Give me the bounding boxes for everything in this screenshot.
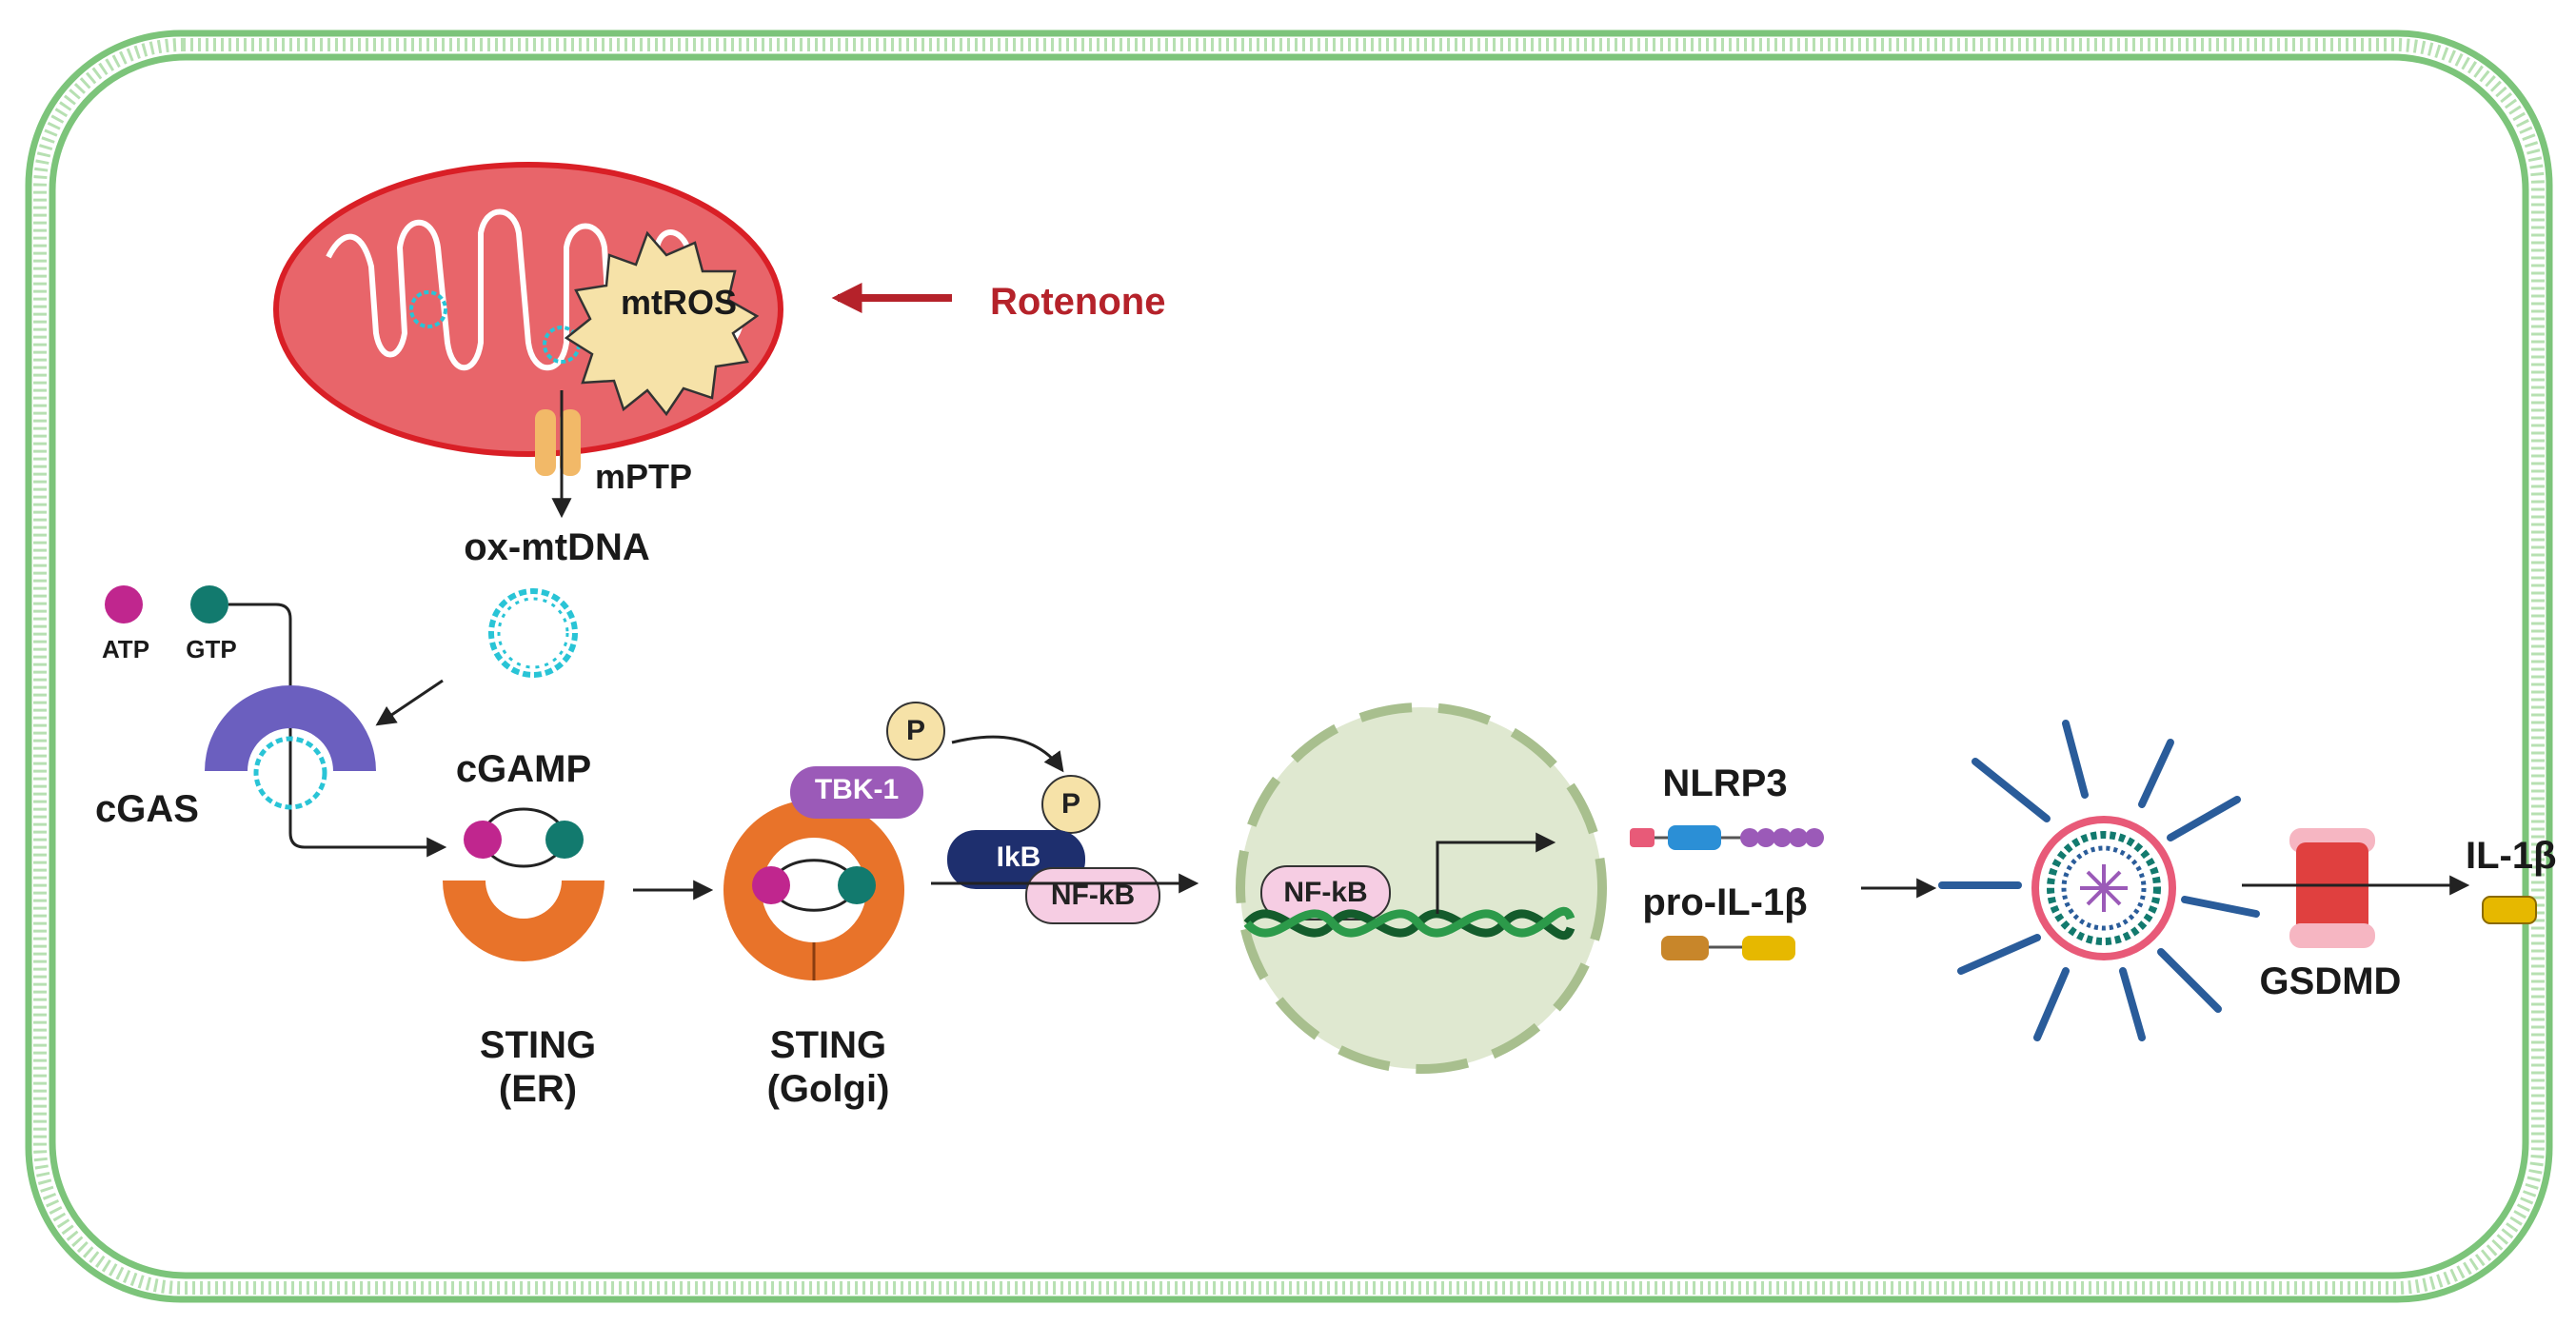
nfkb-nucleus-label: NF-kB xyxy=(1283,877,1368,908)
mtros-burst-icon xyxy=(564,230,760,417)
tbk1-label: TBK-1 xyxy=(814,774,900,805)
tbk1-icon xyxy=(790,766,923,819)
dna-to-cgas-arrow xyxy=(375,679,444,726)
phosphate-icon xyxy=(1041,775,1100,834)
inflammasome-icon xyxy=(1938,720,2260,1041)
cristae xyxy=(326,208,745,371)
sting-golgi-icon xyxy=(723,800,904,980)
phosphate-icon xyxy=(886,702,945,761)
sting-golgi-location: (Golgi) xyxy=(766,1068,890,1110)
mtros-label: mtROS xyxy=(621,283,738,322)
gtp-label: GTP xyxy=(186,635,237,663)
ox-mtdna-label: ox-mtDNA xyxy=(464,526,650,568)
sting-er-label: STING (ER) xyxy=(480,1023,596,1111)
cgas-icon xyxy=(205,685,376,771)
rotenone-label: Rotenone xyxy=(990,281,1166,323)
nlrp3-label: NLRP3 xyxy=(1662,762,1788,804)
sting-er-icon xyxy=(443,881,604,961)
cgamp-icon xyxy=(464,807,584,868)
mptp-channel-icon xyxy=(535,409,581,476)
ikb-label: IkB xyxy=(996,841,1041,873)
transcription-arrow xyxy=(1436,832,1556,914)
dna-helix-icon xyxy=(1243,907,1575,940)
sting-er-name: STING xyxy=(479,1024,597,1066)
mtdna-circle-icon xyxy=(409,290,447,328)
gsdmd-label: GSDMD xyxy=(2259,960,2402,1002)
phosphorylation-arrow xyxy=(951,735,1064,773)
sting-er-location: (ER) xyxy=(498,1068,578,1110)
bound-dna-icon xyxy=(253,736,327,810)
cell-membrane xyxy=(25,30,2553,1303)
sting-golgi-name: STING xyxy=(769,1024,887,1066)
gsdmd-pore-icon xyxy=(2289,828,2375,948)
nfkb-cyto-label: NF-kB xyxy=(1050,880,1136,911)
il1b-icon xyxy=(2482,896,2537,924)
p1-label: P xyxy=(905,715,925,746)
pro-il1b-icon xyxy=(1661,936,1795,960)
il1b-label: IL-1β xyxy=(2466,835,2557,877)
p2-label: P xyxy=(1060,788,1080,820)
gtp-icon xyxy=(190,585,228,623)
cgas-label: cGAS xyxy=(95,788,199,830)
nucleus xyxy=(1236,703,1607,1074)
ox-mtdna-icon xyxy=(488,588,578,678)
nlrp3-icon xyxy=(1630,825,1824,850)
cgamp-label: cGAMP xyxy=(455,748,592,790)
mptp-label: mPTP xyxy=(595,457,693,496)
pro-il1b-label: pro-IL-1β xyxy=(1642,881,1808,923)
sting-golgi-label: STING (Golgi) xyxy=(767,1023,890,1111)
atp-icon xyxy=(105,585,143,623)
atp-label: ATP xyxy=(101,635,150,663)
